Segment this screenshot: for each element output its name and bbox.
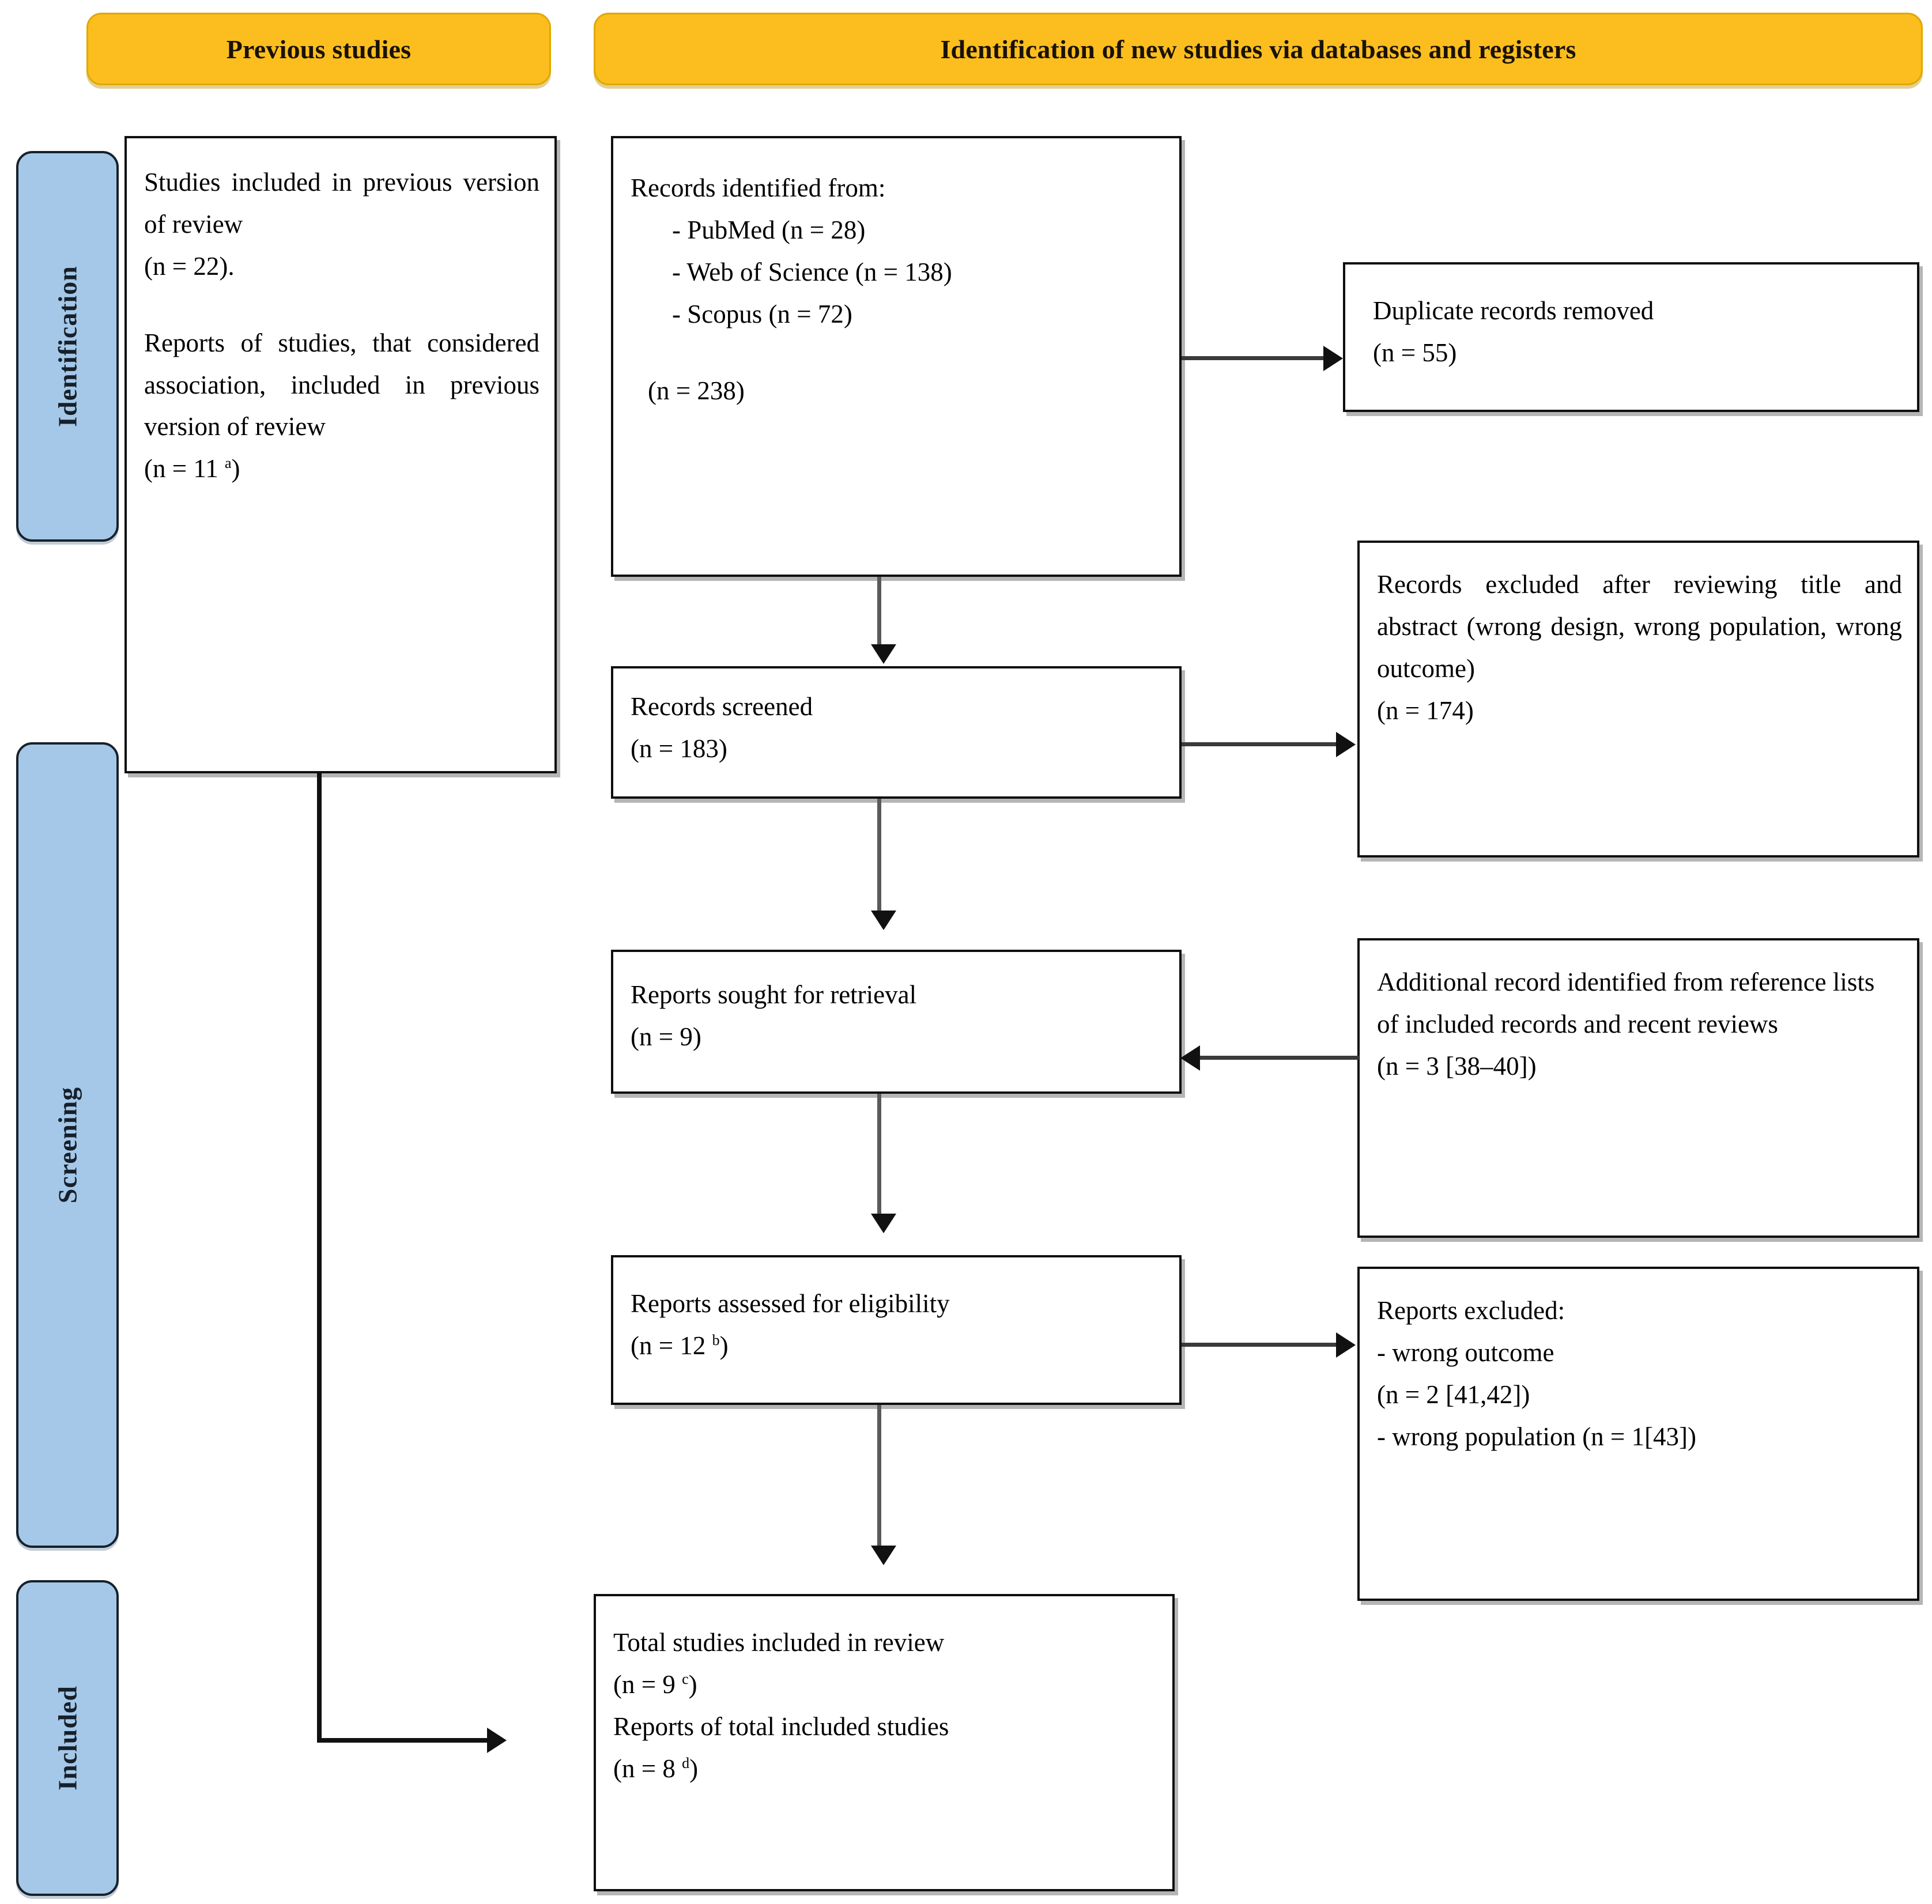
rail-included-label: Included — [52, 1686, 82, 1790]
total-included-line2: (n = 9 c) — [613, 1669, 697, 1699]
box-previous-studies: Studies included in previous version of … — [124, 136, 557, 773]
reports-sought-line1: Reports sought for retrieval — [631, 980, 917, 1009]
rail-identification-label: Identification — [52, 266, 82, 427]
banner-previous-studies: Previous studies — [86, 13, 551, 85]
box-reports-assessed: Reports assessed for eligibility (n = 12… — [611, 1255, 1182, 1405]
banner-new-studies-label: Identification of new studies via databa… — [940, 34, 1576, 64]
records-excluded-line1: Records excluded after reviewing title a… — [1377, 570, 1902, 683]
records-identified-source-0: - PubMed (n = 28) — [672, 215, 866, 244]
box-reports-sought: Reports sought for retrieval (n = 9) — [611, 950, 1182, 1094]
arrowhead-previous-to-total — [487, 1728, 507, 1753]
previous-studies-line4: (n = 11 a) — [144, 454, 240, 483]
rail-screening: Screening — [16, 742, 119, 1548]
connector-assessed-to-total — [877, 1405, 881, 1549]
box-records-screened: Records screened (n = 183) — [611, 666, 1182, 799]
records-identified-source-1: - Web of Science (n = 138) — [672, 257, 952, 286]
previous-studies-line3: Reports of studies, that considered asso… — [144, 328, 539, 441]
connector-screened-to-excluded — [1182, 742, 1338, 746]
arrowhead-assessed-to-reports-excluded — [1336, 1332, 1356, 1358]
box-additional-record: Additional record identified from refere… — [1357, 938, 1919, 1238]
arrowhead-additional-to-sought — [1180, 1045, 1200, 1071]
reports-assessed-line1: Reports assessed for eligibility — [631, 1289, 950, 1318]
additional-record-line2: (n = 3 [38–40]) — [1377, 1051, 1537, 1081]
records-identified-heading: Records identified from: — [631, 173, 886, 202]
arrowhead-screened-to-sought — [871, 911, 896, 930]
box-total-included: Total studies included in review (n = 9 … — [594, 1594, 1175, 1891]
connector-previous-to-total-horizontal — [317, 1738, 490, 1743]
reports-excluded-count-1: (n = 2 [41,42]) — [1377, 1380, 1530, 1409]
footnote-marker-a: a — [224, 455, 232, 472]
reports-excluded-reason-1: - wrong outcome — [1377, 1338, 1554, 1367]
rail-included: Included — [16, 1580, 119, 1896]
footnote-marker-c: c — [682, 1670, 689, 1687]
records-screened-line1: Records screened — [631, 692, 813, 721]
reports-sought-line2: (n = 9) — [631, 1022, 701, 1051]
arrowhead-screened-to-excluded — [1336, 732, 1356, 757]
connector-sought-to-assessed — [877, 1094, 881, 1216]
arrowhead-assessed-to-total — [871, 1546, 896, 1565]
banner-previous-studies-label: Previous studies — [226, 34, 412, 64]
connector-additional-to-sought — [1199, 1056, 1359, 1060]
previous-studies-line1: Studies included in previous version of … — [144, 168, 539, 239]
duplicate-records-line2: (n = 55) — [1373, 338, 1457, 367]
connector-previous-to-total-vertical — [317, 773, 322, 1743]
box-reports-excluded: Reports excluded: - wrong outcome (n = 2… — [1357, 1267, 1919, 1601]
total-included-line4: (n = 8 d) — [613, 1754, 699, 1783]
records-excluded-line2: (n = 174) — [1377, 696, 1474, 725]
box-duplicate-records-removed: Duplicate records removed (n = 55) — [1343, 262, 1919, 412]
reports-excluded-reason-2: - wrong population (n = 1[43]) — [1377, 1422, 1697, 1451]
records-identified-source-2: - Scopus (n = 72) — [672, 299, 852, 328]
banner-new-studies: Identification of new studies via databa… — [594, 13, 1923, 85]
rail-identification: Identification — [16, 151, 119, 542]
rail-screening-label: Screening — [52, 1086, 82, 1204]
box-records-excluded-screening: Records excluded after reviewing title a… — [1357, 541, 1919, 857]
reports-excluded-heading: Reports excluded: — [1377, 1296, 1565, 1325]
previous-studies-line2: (n = 22). — [144, 251, 235, 281]
footnote-marker-b: b — [712, 1331, 720, 1348]
arrowhead-identified-to-duplicates — [1323, 346, 1343, 371]
additional-record-line1: Additional record identified from refere… — [1377, 968, 1875, 1038]
total-included-line1: Total studies included in review — [613, 1628, 945, 1657]
total-included-line3: Reports of total included studies — [613, 1712, 949, 1741]
duplicate-records-line1: Duplicate records removed — [1373, 296, 1654, 325]
box-records-identified: Records identified from: - PubMed (n = 2… — [611, 136, 1182, 577]
connector-screened-to-sought — [877, 799, 881, 914]
footnote-marker-d: d — [682, 1754, 690, 1771]
records-identified-total: (n = 238) — [648, 376, 745, 405]
connector-assessed-to-reports-excluded — [1182, 1343, 1338, 1347]
arrowhead-identified-to-screened — [871, 644, 896, 664]
reports-assessed-line2: (n = 12 b) — [631, 1331, 729, 1360]
connector-identified-to-screened — [877, 577, 881, 647]
arrowhead-sought-to-assessed — [871, 1214, 896, 1233]
connector-identified-to-duplicates — [1182, 356, 1326, 360]
records-screened-line2: (n = 183) — [631, 734, 727, 763]
